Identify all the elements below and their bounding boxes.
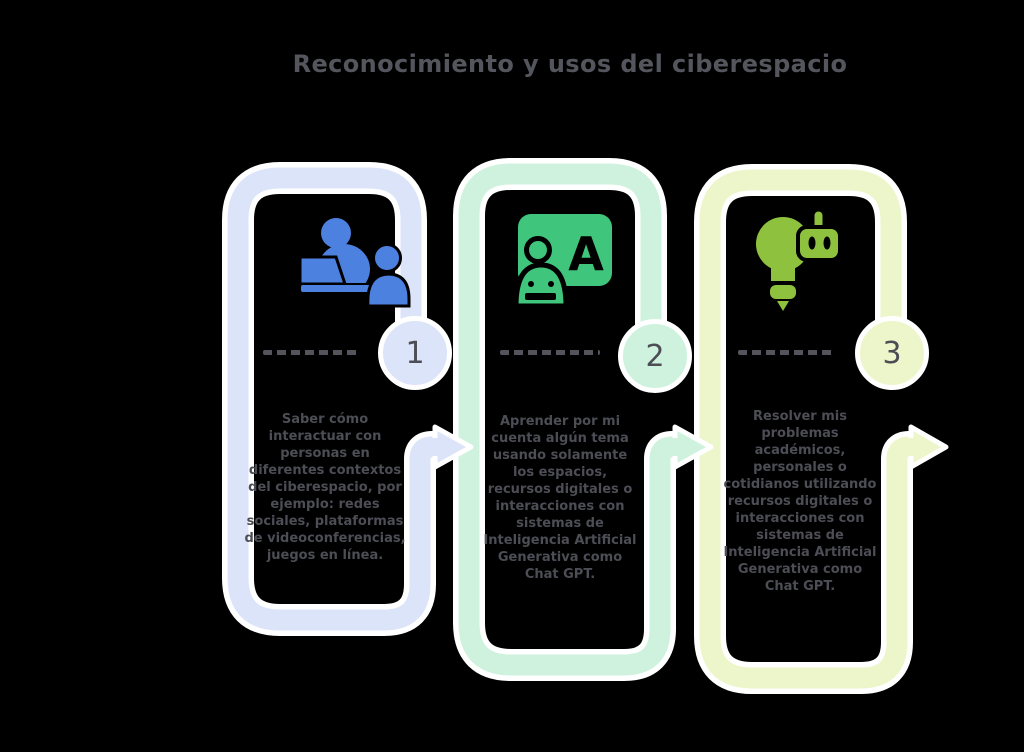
flow-arrow-1-joint xyxy=(424,438,440,456)
page-title: Reconocimiento y usos del ciberespacio xyxy=(292,50,848,78)
step-1-number: 1 xyxy=(405,335,425,371)
step-1-badge: 1 xyxy=(378,316,452,390)
card-3-outline xyxy=(699,169,920,689)
lightbulb-robot-icon xyxy=(756,208,842,311)
teacher-board-icon: A xyxy=(513,214,612,309)
dashed-line xyxy=(738,350,836,355)
dashed-line xyxy=(263,350,361,355)
step-3-badge: 3 xyxy=(855,316,929,390)
step-2-badge: 2 xyxy=(618,319,692,393)
dashed-line xyxy=(500,350,600,355)
step-1-description: Saber cómo interactuar con personas en d… xyxy=(244,412,406,563)
step-3-description: Resolver mis problemas académicos, perso… xyxy=(723,409,877,594)
flow-arrow-3-joint xyxy=(900,438,916,456)
step-card-2: A 2 Aprender por mi cuenta algún tema us… xyxy=(458,163,708,688)
board-letter: A xyxy=(568,227,604,281)
step-2-description: Aprender por mi cuenta algún tema usando… xyxy=(483,414,637,582)
step-2-number: 2 xyxy=(645,338,665,374)
card-2-outline xyxy=(458,163,683,676)
person-laptop-icon xyxy=(298,218,411,308)
step-card-3: 3 Resolver mis problemas académicos, per… xyxy=(697,166,947,701)
step-card-1: 1 Saber cómo interactuar con personas en… xyxy=(227,166,477,666)
step-3-number: 3 xyxy=(882,335,902,371)
card-1-outline xyxy=(227,167,443,631)
flow-arrow-2-joint xyxy=(664,438,680,456)
